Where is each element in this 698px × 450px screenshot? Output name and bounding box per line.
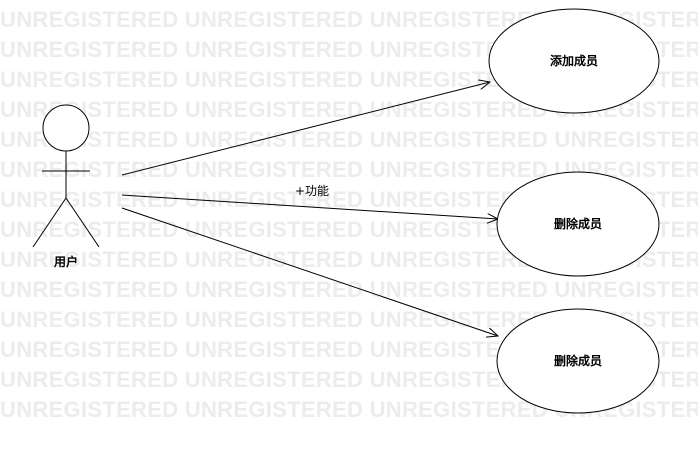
use-case-delete-member-2[interactable]: 删除成员 [496,308,660,414]
use-case-label: 删除成员 [554,353,602,368]
use-case-label: 删除成员 [554,216,602,231]
actor-head [42,104,90,152]
actor-user[interactable]: 用户 [32,104,100,269]
relation-delete-1[interactable] [121,194,498,219]
actor-left-leg [32,197,67,248]
actor-right-leg [65,197,100,248]
use-case-delete-member-1[interactable]: 删除成员 [496,171,660,277]
relation-label: +功能 [295,184,329,198]
watermark-row: UNREGISTERED UNREGISTERED UNREGISTERED U… [0,127,698,152]
use-case-add-member[interactable]: 添加成员 [488,8,660,114]
relation-add[interactable] [121,82,490,176]
relation-delete-2[interactable] [121,207,498,336]
watermark-row: UNREGISTERED UNREGISTERED UNREGISTERED U… [0,277,698,302]
actor-label: 用户 [53,254,78,269]
use-case-label: 添加成员 [550,53,598,68]
